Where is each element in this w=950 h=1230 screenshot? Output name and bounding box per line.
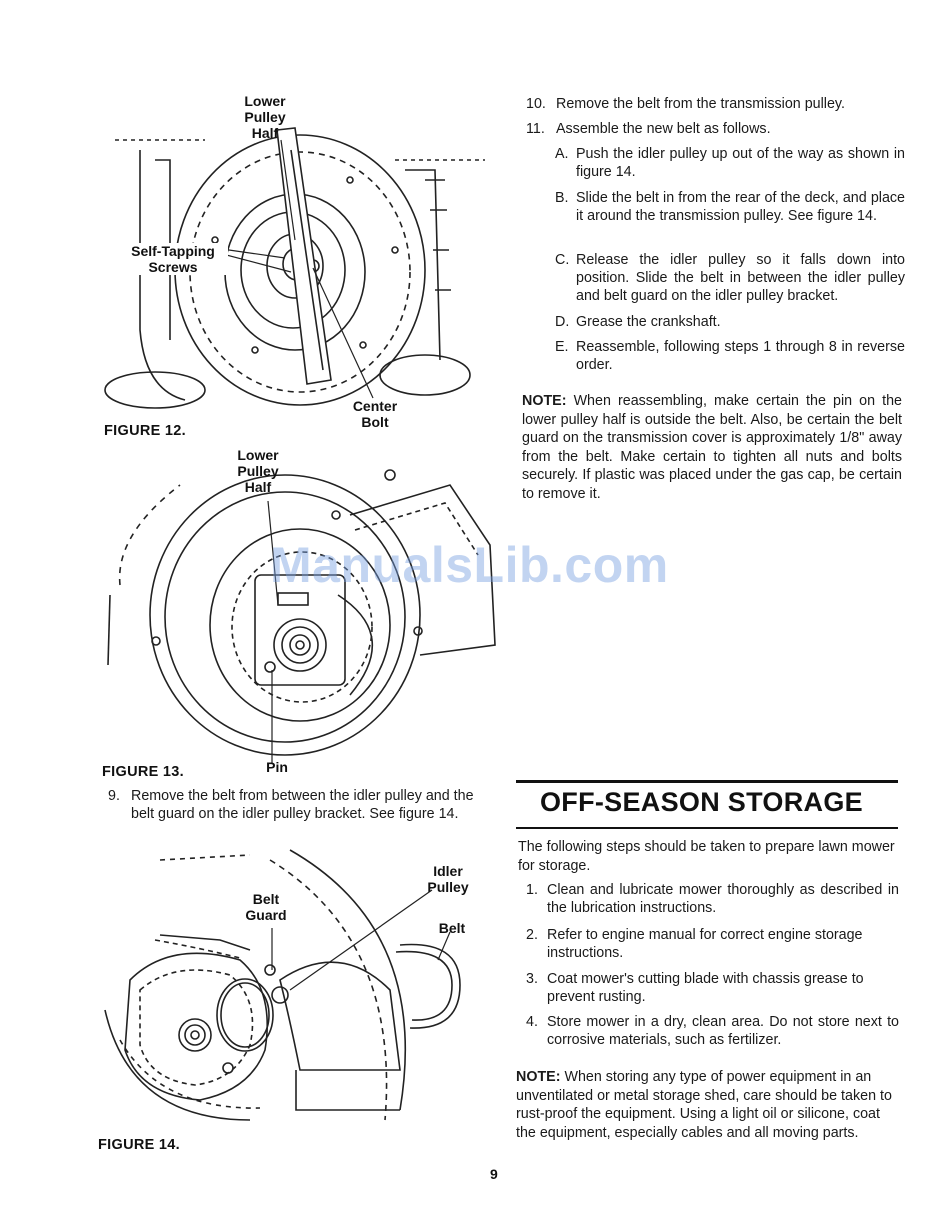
note-text: When reassembling, make certain the pin … [522,393,902,502]
storage-note: NOTE: When storing any type of power equ… [516,1068,900,1142]
substep-text: Grease the crankshaft. [576,314,721,330]
step-text: Refer to engine manual for correct engin… [547,927,863,961]
step-text: Remove the belt from the transmission pu… [556,96,845,112]
fig12-label-self-tapping-screws: Self-Tapping Screws [118,243,228,275]
note-text: When storing any type of power equipment… [516,1069,892,1141]
figure-12-caption: FIGURE 12. [104,423,186,439]
note-label: NOTE: [522,393,567,409]
step-text: Clean and lubricate mower thoroughly as … [547,882,899,916]
section-title: OFF-SEASON STORAGE [540,787,863,817]
fig13-label-pin: Pin [266,759,288,775]
fig13-label-lower-pulley-half: Lower Pulley Half [237,447,279,495]
figure-14-illustration [104,849,461,1121]
fig14-label-idler-pulley: Idler Pulley [427,863,469,895]
substep-a: A. Push the idler pulley up out of the w… [555,145,905,181]
storage-step-4: 4. Store mower in a dry, clean area. Do … [526,1013,899,1049]
storage-step-2: 2. Refer to engine manual for correct en… [526,926,899,962]
substep-letter: E. [555,339,569,355]
page-number: 9 [490,1166,498,1182]
fig14-label-belt: Belt [438,920,466,936]
left-step-9: 9. Remove the belt from between the idle… [108,787,483,823]
substep-c: C. Release the idler pulley so it falls … [555,251,905,305]
step-number: 3. [526,971,538,987]
substep-letter: A. [555,146,569,162]
substep-text: Reassemble, following steps 1 through 8 … [576,339,905,373]
watermark-text: ManualsLib.com [270,537,669,593]
substep-letter: D. [555,314,570,330]
fig14-label-belt-guard: Belt Guard [245,891,287,923]
figure-13-caption: FIGURE 13. [102,764,184,780]
step-number: 9. [108,788,120,804]
step-number: 10. [526,96,546,112]
storage-step-3: 3. Coat mower's cutting blade with chass… [526,970,899,1006]
step-text: Assemble the new belt as follows. [556,121,771,137]
step-text: Store mower in a dry, clean area. Do not… [547,1014,899,1048]
figure-14-caption: FIGURE 14. [98,1137,180,1153]
step-text: Coat mower's cutting blade with chassis … [547,971,864,1005]
fig12-label-center-bolt: Center Bolt [352,398,398,430]
substep-e: E. Reassemble, following steps 1 through… [555,338,905,374]
right-step-11: 11. Assemble the new belt as follows. [526,120,906,138]
step-number: 4. [526,1014,538,1030]
substep-text: Push the idler pulley up out of the way … [576,146,905,180]
step-number: 2. [526,927,538,943]
storage-intro: The following steps should be taken to p… [518,839,895,874]
substep-text: Release the idler pulley so it falls dow… [576,252,905,304]
figure-13-illustration [107,469,496,763]
substep-letter: C. [555,252,570,268]
step-number: 11. [526,121,545,137]
reassembly-note: NOTE: When reassembling, make certain th… [522,392,902,503]
step-number: 1. [526,882,538,898]
note-label: NOTE: [516,1069,561,1085]
step-text: Remove the belt from between the idler p… [131,788,474,822]
storage-step-1: 1. Clean and lubricate mower thoroughly … [526,881,899,917]
substep-d: D. Grease the crankshaft. [555,313,905,331]
substep-b: B. Slide the belt in from the rear of th… [555,189,905,225]
substep-text: Slide the belt in from the rear of the d… [576,190,905,224]
fig12-label-lower-pulley-half: Lower Pulley Half [244,93,286,141]
right-step-10: 10. Remove the belt from the transmissio… [526,95,906,113]
substep-letter: B. [555,190,569,206]
off-season-storage-heading: OFF-SEASON STORAGE [516,780,898,829]
